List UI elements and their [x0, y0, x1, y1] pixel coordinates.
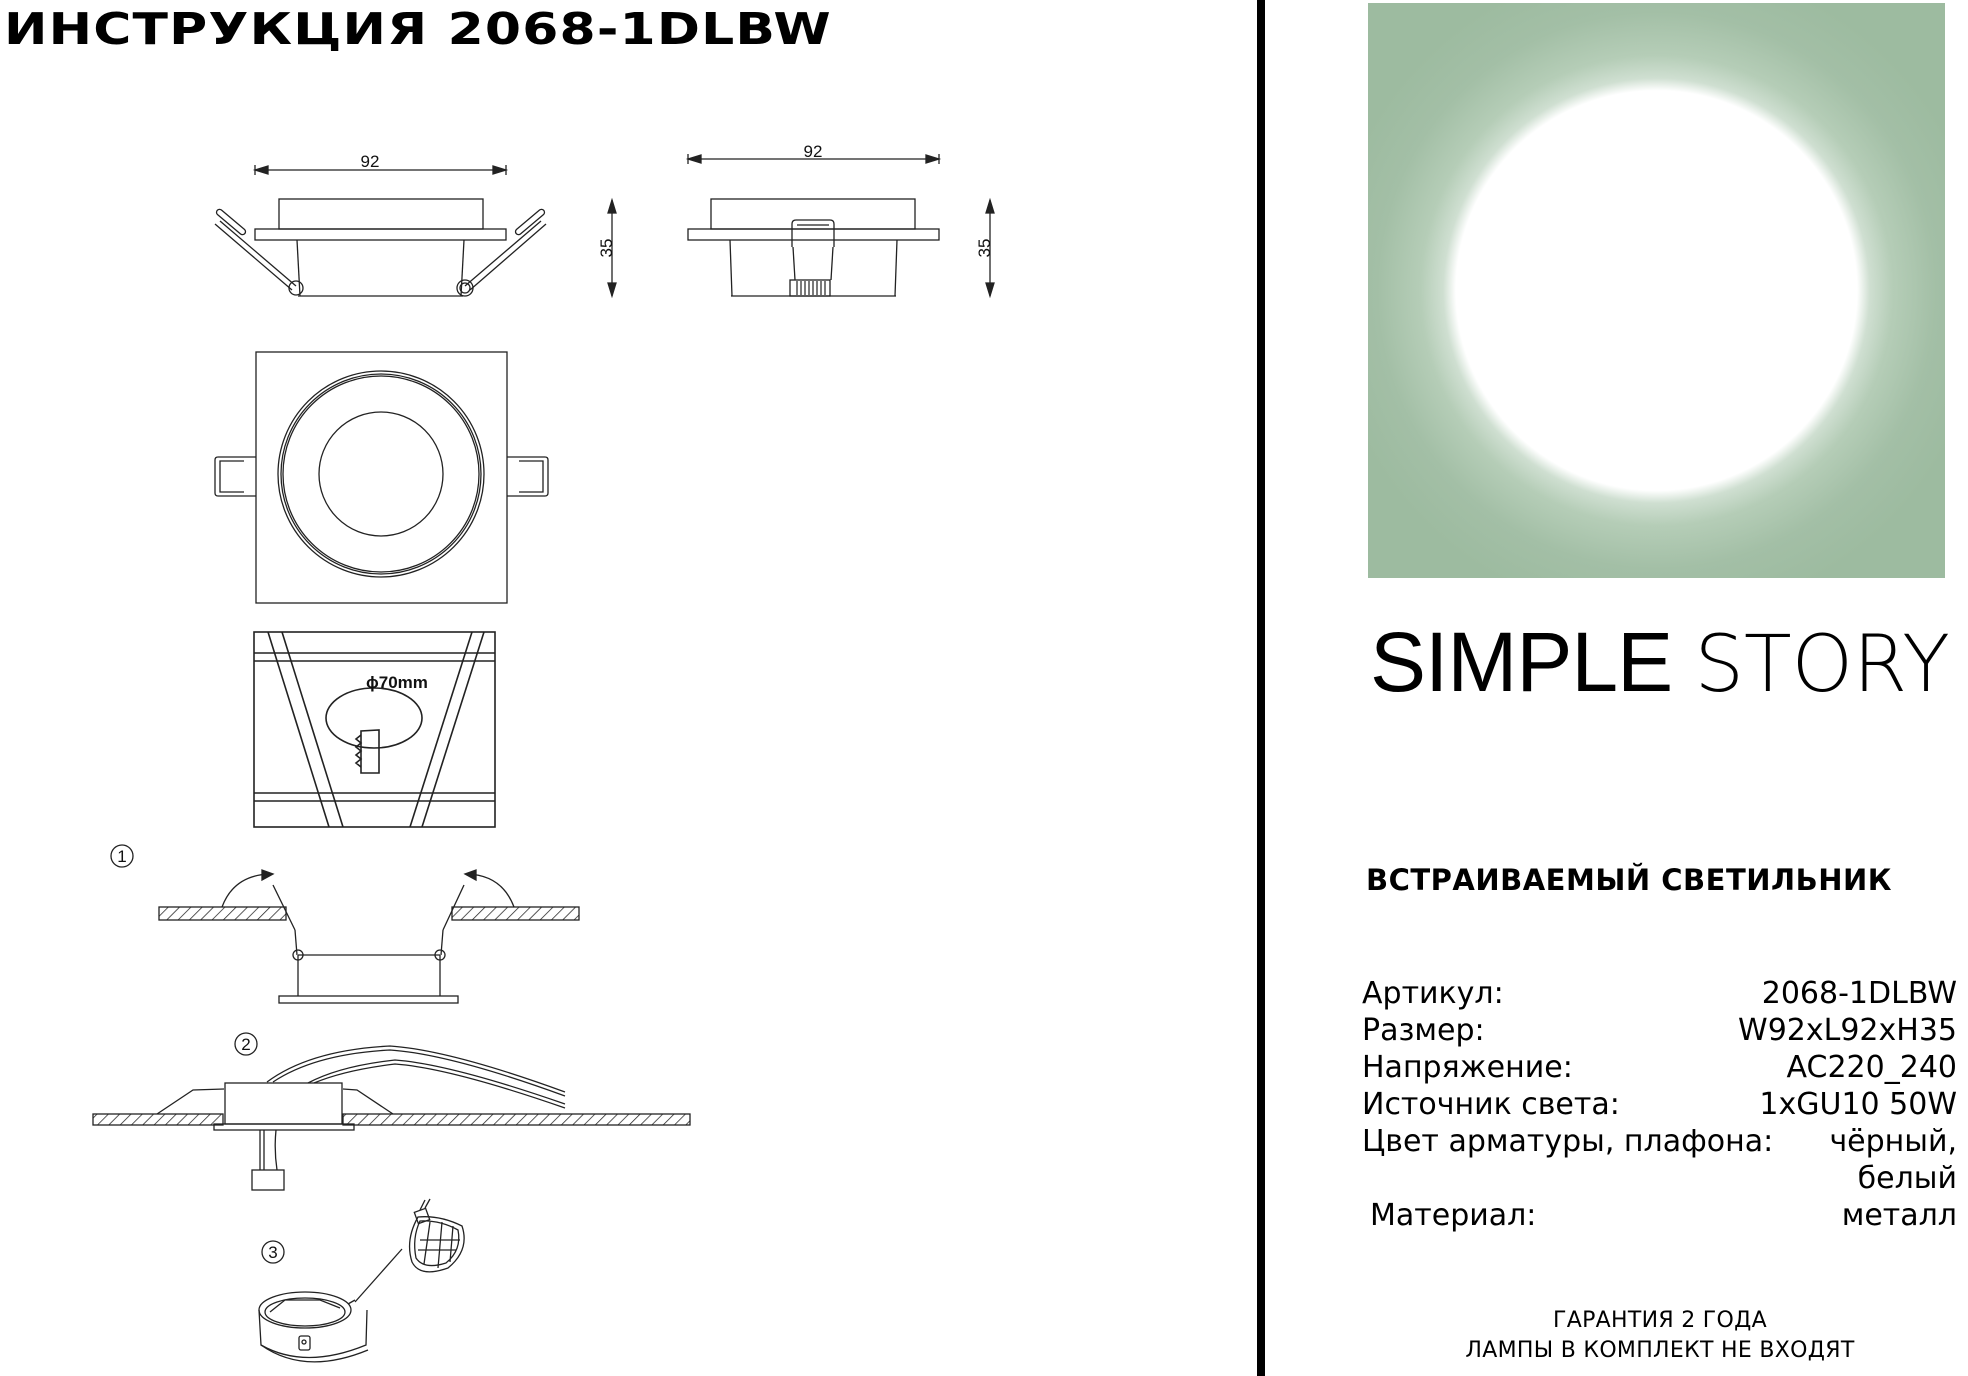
spec-row-article: Артикул: 2068-1DLBW — [1362, 975, 1957, 1012]
brand-name-light: STORY — [1694, 620, 1950, 710]
dim-height-label-1: 35 — [597, 239, 616, 258]
spec-value: W92xL92xH35 — [1738, 1013, 1957, 1048]
dim-width-label-2: 92 — [804, 142, 823, 161]
spec-row-size: Размер: W92xL92xH35 — [1362, 1012, 1957, 1049]
cutout-diameter-label: ϕ70mm — [366, 673, 428, 692]
step-1-number: 1 — [117, 847, 126, 866]
dim-width-label-1: 92 — [361, 152, 380, 171]
spec-value: 1xGU10 50W — [1759, 1087, 1957, 1122]
spec-label: Размер: — [1362, 1013, 1485, 1048]
spec-label: Цвет арматуры, плафона: — [1362, 1124, 1774, 1159]
step-3-number: 3 — [268, 1243, 277, 1262]
spec-value-continuation: белый — [1857, 1161, 1957, 1196]
brand-name-bold: SIMPLE — [1370, 615, 1673, 709]
spec-value: AC220_240 — [1786, 1050, 1957, 1085]
spec-row-voltage: Напряжение: AC220_240 — [1362, 1049, 1957, 1086]
spec-label: Напряжение: — [1362, 1050, 1573, 1085]
spec-table: Артикул: 2068-1DLBW Размер: W92xL92xH35 … — [1362, 975, 1957, 1234]
product-type-heading: ВСТРАИВАЕМЫЙ СВЕТИЛЬНИК — [1366, 863, 1892, 897]
spec-value: чёрный, — [1829, 1124, 1957, 1159]
spec-value: 2068-1DLBW — [1761, 976, 1957, 1011]
step-2-number: 2 — [241, 1035, 250, 1054]
spec-label: Материал: — [1370, 1198, 1537, 1233]
spec-value: металл — [1841, 1198, 1957, 1233]
page-divider — [1257, 0, 1265, 1376]
product-hero-image — [1368, 3, 1945, 578]
spec-label: Артикул: — [1362, 976, 1504, 1011]
document-title: ИНСТРУКЦИЯ 2068-1DLBW — [4, 4, 832, 55]
lamps-not-included-note: ЛАМПЫ В КОМПЛЕКТ НЕ ВХОДЯТ — [1465, 1338, 1855, 1363]
warranty-note: ГАРАНТИЯ 2 ГОДА — [1553, 1308, 1767, 1333]
spec-row-color: Цвет арматуры, плафона: чёрный, — [1362, 1123, 1957, 1160]
brand-logo: SIMPLE STORY — [1370, 612, 1950, 715]
spec-row-light-source: Источник света: 1xGU10 50W — [1362, 1086, 1957, 1123]
spec-label: Источник света: — [1362, 1087, 1620, 1122]
spec-row-material: Материал: металл — [1362, 1197, 1957, 1234]
dim-height-label-2: 35 — [975, 239, 994, 258]
footer-notes: ГАРАНТИЯ 2 ГОДА ЛАМПЫ В КОМПЛЕКТ НЕ ВХОД… — [1370, 1306, 1950, 1366]
